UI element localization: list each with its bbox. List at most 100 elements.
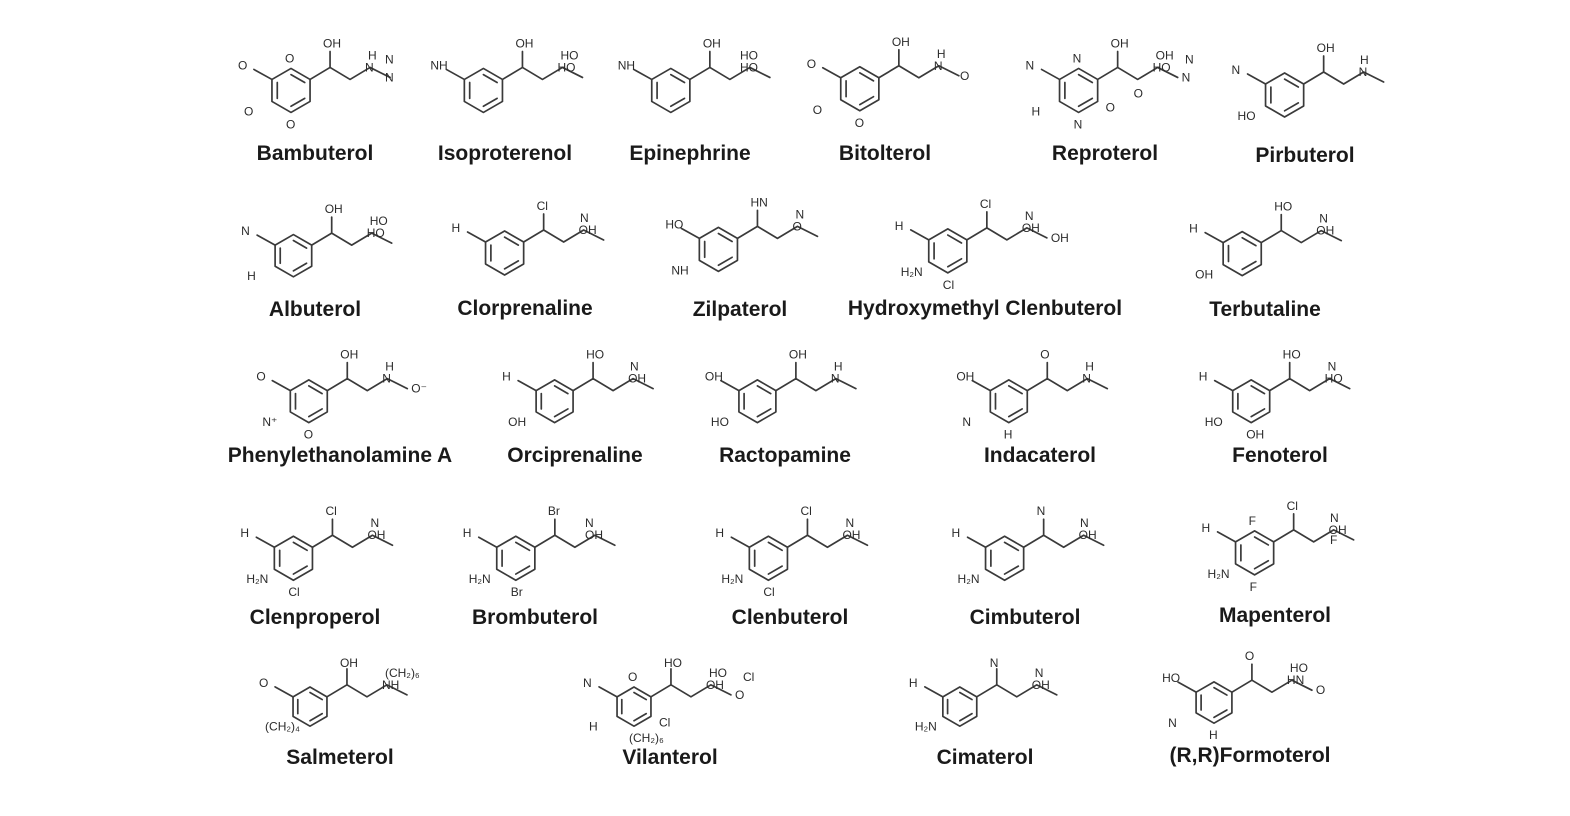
double-bond xyxy=(292,239,308,249)
double-bond xyxy=(553,385,569,395)
atom-label: OH xyxy=(1195,268,1213,282)
atom-label: H₂N xyxy=(246,572,268,586)
atom-label: OH xyxy=(628,372,646,386)
atom-label: H xyxy=(368,48,377,62)
atom-label: H₂N xyxy=(1208,567,1230,581)
compound-name: Reproterol xyxy=(1051,142,1159,165)
ring-substituent-bond xyxy=(720,379,740,392)
atom-label: Cl xyxy=(763,585,774,599)
compound-name: Hydroxymethyl Clenbuterol xyxy=(847,297,1123,320)
side-chain xyxy=(326,377,409,392)
atom-label: HN xyxy=(750,195,767,209)
ring-substituent-bond xyxy=(680,227,701,240)
double-bond xyxy=(1253,559,1270,570)
ring-substituent-bond xyxy=(517,379,537,392)
atom-label: OH xyxy=(892,35,910,49)
atom-label: N xyxy=(1185,52,1194,66)
atom-label: O xyxy=(1316,683,1325,697)
atom-label: H xyxy=(1085,360,1094,374)
double-bond xyxy=(958,712,973,722)
atom-label: N xyxy=(1319,212,1328,226)
compound-name: Pirbuterol xyxy=(1255,144,1355,167)
atom-label: OH xyxy=(1246,428,1264,442)
atom-label: H xyxy=(385,360,394,374)
atom-label: O xyxy=(304,428,313,442)
compound-name: Vilanterol xyxy=(622,746,718,769)
double-bond xyxy=(503,260,520,270)
atom-label: Cl xyxy=(980,197,991,211)
atom-label: HO xyxy=(740,48,758,62)
atom-label: O xyxy=(855,116,864,130)
double-bond xyxy=(482,97,498,108)
double-bond xyxy=(1003,541,1020,552)
ring-substituent-bond xyxy=(255,536,276,549)
atom-label: N xyxy=(831,372,840,386)
atom-label: N xyxy=(1080,516,1089,530)
ring-substituent-bond xyxy=(1177,681,1197,694)
compound-name: Phenylethanolamine A xyxy=(227,444,453,467)
atom-label: N xyxy=(585,516,594,530)
double-bond xyxy=(669,73,686,84)
atom-label: HO xyxy=(557,60,575,74)
ring-substituent-bond xyxy=(271,379,292,392)
side-chain xyxy=(1022,534,1105,549)
atom-label: N xyxy=(1330,511,1339,525)
atom-label: NH xyxy=(430,58,447,72)
double-bond xyxy=(633,712,648,722)
double-bond xyxy=(756,385,772,395)
ring-substituent-bond xyxy=(966,536,987,549)
atom-label: Cl xyxy=(325,504,336,518)
atom-label: OH xyxy=(1317,41,1335,55)
side-chain xyxy=(966,227,1048,241)
side-chain xyxy=(310,232,393,246)
atom-label: N xyxy=(1182,70,1191,84)
side-chain xyxy=(309,66,391,81)
compound-name: Bitolterol xyxy=(838,142,932,165)
double-bond xyxy=(1003,565,1020,575)
atom-label: N xyxy=(795,207,804,221)
atom-label: H xyxy=(937,47,946,61)
atom-label: N xyxy=(1232,63,1241,77)
ring-substituent-bond xyxy=(1246,73,1267,85)
atom-label: O xyxy=(813,103,822,117)
atom-label: H₂N xyxy=(915,719,937,733)
atom-label: H xyxy=(909,676,918,690)
atom-label: OH xyxy=(585,528,603,542)
compound-name: (R,R)Formoterol xyxy=(1169,744,1331,767)
atom-label: N xyxy=(962,415,971,429)
atom-label: N xyxy=(1037,504,1046,518)
atom-label: OH xyxy=(515,36,533,50)
atom-label: H xyxy=(1004,428,1013,442)
atom-label: O⁻ xyxy=(411,382,427,396)
atom-label: HO xyxy=(740,60,758,74)
atom-label: HN xyxy=(1287,673,1304,687)
atom-label: N xyxy=(1328,360,1337,374)
atom-label: O xyxy=(807,57,816,71)
double-bond xyxy=(1213,709,1228,719)
atom-label: N xyxy=(382,372,391,386)
side-chain xyxy=(736,225,819,240)
double-bond xyxy=(767,565,783,575)
double-bond xyxy=(309,712,324,722)
atom-label: H xyxy=(1199,370,1208,384)
compound-name: Indacaterol xyxy=(983,444,1097,467)
atom-label: F xyxy=(1249,514,1256,528)
atom-label: Cl xyxy=(943,278,954,292)
atom-label: OH xyxy=(789,348,807,362)
ring-substituent-bond xyxy=(971,379,992,392)
side-chain xyxy=(1231,679,1313,694)
